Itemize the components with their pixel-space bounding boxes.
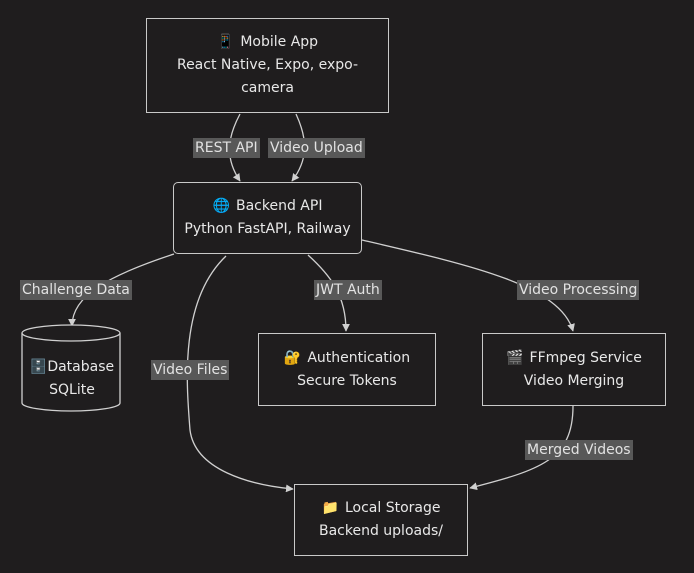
globe-icon: 🌐	[212, 198, 230, 214]
phone-icon: 📱	[216, 34, 235, 50]
node-authentication[interactable]: 🔐 Authentication Secure Tokens	[258, 333, 436, 406]
edge-label-video-upload: Video Upload	[268, 138, 365, 158]
authentication-title: Authentication	[307, 349, 411, 366]
database-cylinder	[21, 324, 121, 412]
edge-label-video-files: Video Files	[151, 360, 230, 380]
edge-label-rest-api: REST API	[193, 138, 260, 158]
database-subtitle: SQLite	[49, 382, 95, 398]
edge-label-video-processing: Video Processing	[517, 280, 640, 300]
backend-api-title: Backend API	[235, 198, 323, 214]
file-cabinet-icon: 🗄️	[29, 359, 48, 375]
ffmpeg-title: FFmpeg Service	[529, 349, 642, 366]
node-mobile-app[interactable]: 📱 Mobile App React Native, Expo, expo- ca…	[146, 18, 389, 113]
local-storage-title: Local Storage	[344, 500, 441, 516]
node-local-storage[interactable]: 📁 Local Storage Backend uploads/	[294, 484, 468, 556]
clapper-board-icon: 🎬	[506, 349, 524, 366]
mobile-app-title: Mobile App	[240, 34, 319, 50]
edge-label-merged-videos: Merged Videos	[525, 440, 633, 460]
node-database[interactable]: 🗄️Database SQLite	[22, 356, 122, 402]
ffmpeg-subtitle: Video Merging	[523, 372, 625, 389]
folder-icon: 📁	[321, 500, 339, 516]
authentication-title-row: 🔐 Authentication	[284, 347, 410, 370]
database-title-row: 🗄️Database	[22, 356, 122, 379]
node-backend-api[interactable]: 🌐 Backend API Python FastAPI, Railway	[173, 182, 362, 254]
edge-video-files	[186, 255, 294, 493]
edge-video-processing	[361, 239, 575, 332]
ffmpeg-title-row: 🎬 FFmpeg Service	[506, 347, 642, 370]
local-storage-title-row: 📁 Local Storage	[322, 497, 441, 520]
backend-api-subtitle: Python FastAPI, Railway	[184, 221, 351, 237]
edge-label-challenge-data: Challenge Data	[20, 280, 132, 300]
authentication-subtitle: Secure Tokens	[297, 372, 397, 389]
backend-api-title-row: 🌐 Backend API	[213, 195, 323, 218]
edge-label-jwt-auth: JWT Auth	[314, 280, 382, 300]
mobile-app-line3: camera	[241, 80, 294, 96]
database-title: Database	[47, 359, 115, 375]
lock-key-icon: 🔐	[283, 349, 302, 366]
mobile-app-title-row: 📱 Mobile App	[217, 31, 318, 54]
edge-merged-videos	[469, 405, 574, 491]
node-ffmpeg-service[interactable]: 🎬 FFmpeg Service Video Merging	[482, 333, 666, 406]
mobile-app-line2: React Native, Expo, expo-	[176, 57, 359, 73]
local-storage-subtitle: Backend uploads/	[318, 523, 443, 539]
